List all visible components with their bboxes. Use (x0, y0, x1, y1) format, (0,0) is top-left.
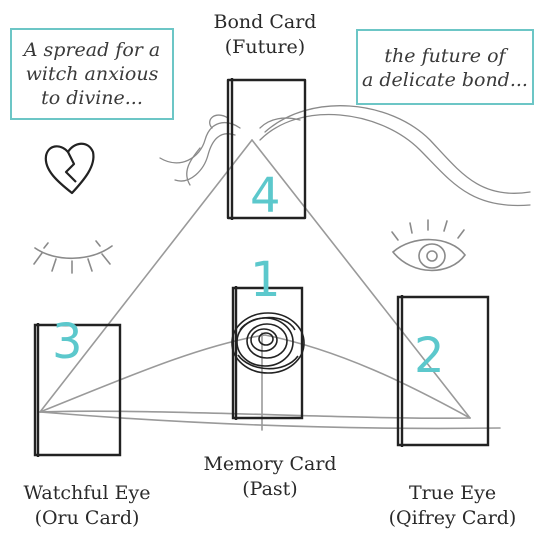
label-watchful-eye: Watchful Eye (Oru Card) (2, 481, 172, 531)
card-true-eye (396, 295, 490, 447)
card-bond (226, 78, 307, 220)
card-number-memory: 1 (250, 252, 281, 308)
memory-card-name: Memory Card (203, 453, 337, 475)
card-number-watchful: 3 (52, 314, 83, 370)
true-eye-name: True Eye (408, 482, 497, 504)
watchful-eye-name: Watchful Eye (23, 482, 151, 504)
hair-sketch (159, 105, 531, 207)
card-watchful (33, 323, 122, 457)
broken-heart-icon (44, 142, 95, 195)
bond-card-sub: (Future) (224, 36, 306, 58)
card-memory (231, 286, 304, 420)
label-true-eye: True Eye (Qifrey Card) (370, 481, 535, 531)
note-left: A spread for a witch anxious to divine..… (10, 28, 174, 120)
note-left-line-1: A spread for a (23, 39, 161, 61)
note-right-line-1: the future of (384, 45, 506, 67)
memory-card-sub: (Past) (242, 478, 298, 500)
bond-card-name: Bond Card (213, 11, 317, 33)
label-bond-card: Bond Card (Future) (190, 10, 340, 60)
card-number-bond: 4 (250, 168, 281, 224)
note-left-line-2: witch anxious (25, 63, 159, 85)
true-eye-sub: (Qifrey Card) (388, 507, 517, 529)
label-memory-card: Memory Card (Past) (185, 452, 355, 502)
card-number-true-eye: 2 (414, 328, 445, 384)
note-right: the future of a delicate bond... (356, 29, 534, 105)
note-right-line-2: a delicate bond... (362, 69, 528, 91)
rose-scribble (231, 312, 305, 374)
open-eye-icon (391, 219, 466, 272)
closed-eye-icon (33, 240, 113, 274)
watchful-eye-sub: (Oru Card) (34, 507, 140, 529)
note-left-line-3: to divine... (41, 87, 143, 109)
